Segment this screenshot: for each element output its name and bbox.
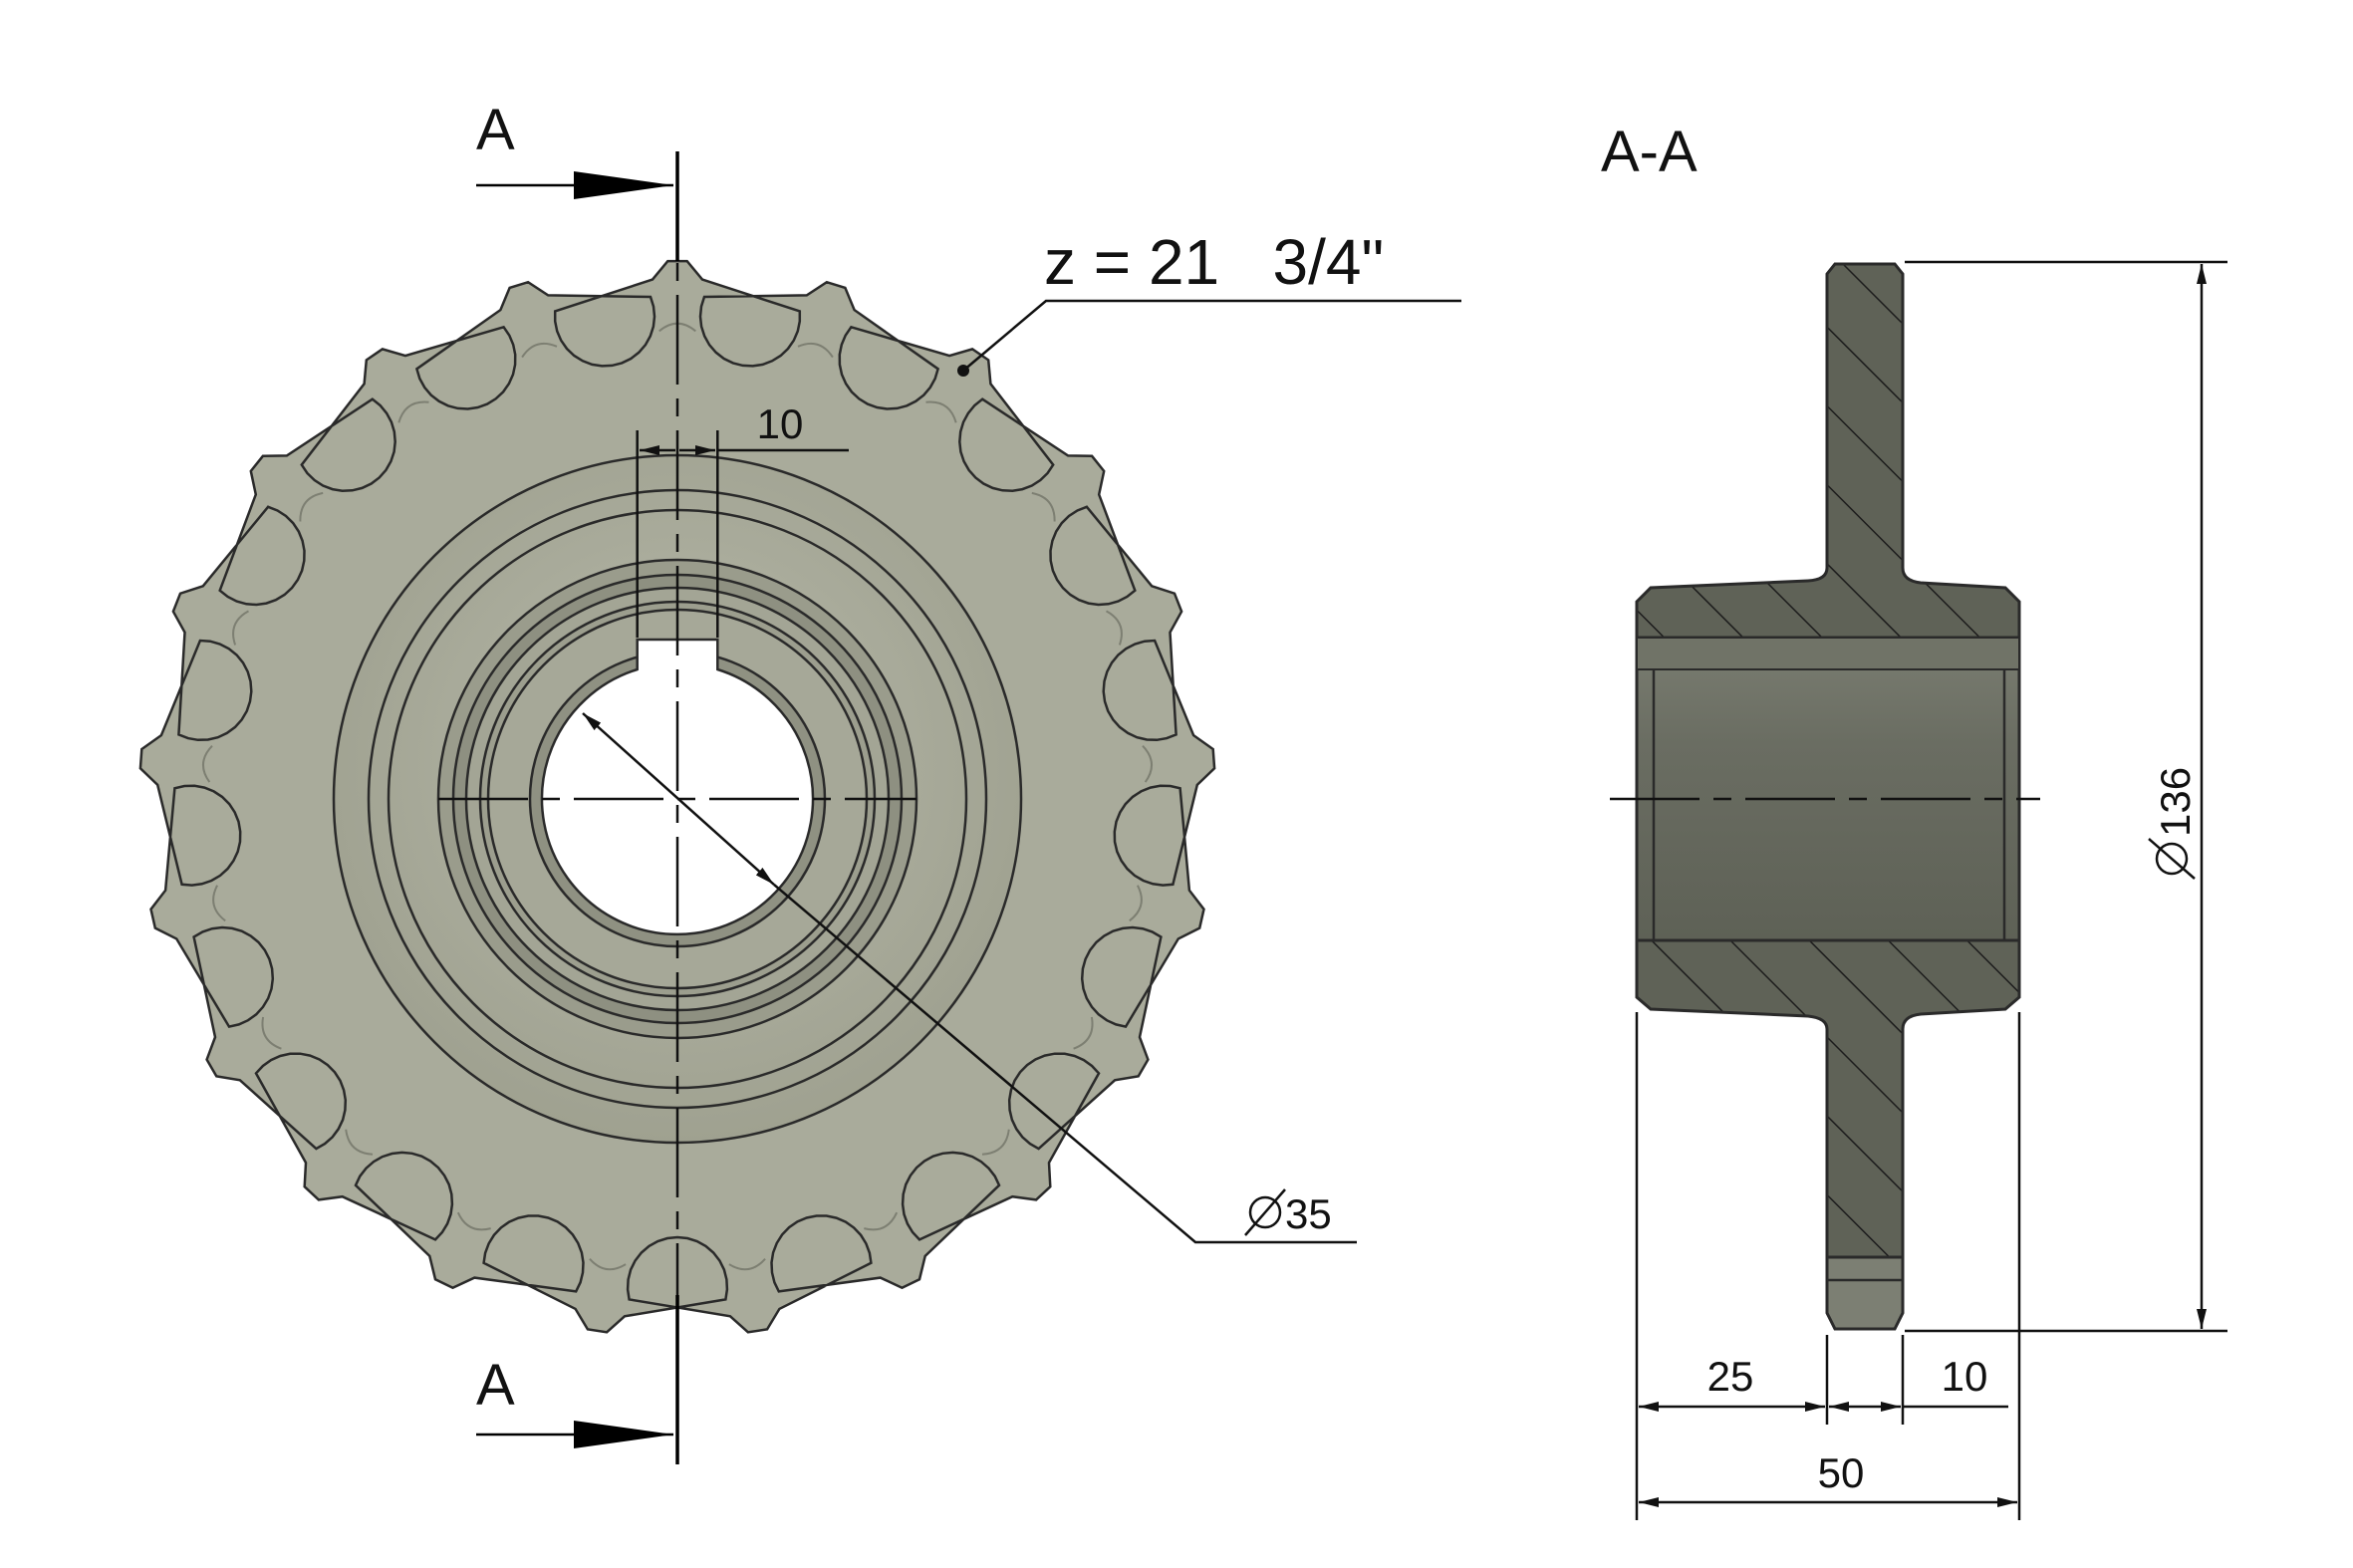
tooth-chamfer-edge [456, 1211, 491, 1231]
tooth-chamfer-edge [1142, 745, 1153, 783]
bore-diameter-label: 35 [1285, 1190, 1332, 1237]
tooth-chamfer-edge [299, 491, 324, 522]
dimension-line [582, 712, 775, 886]
bore-diameter-dimension: 35 [582, 712, 1357, 1244]
total-length-dimension: 50 [1639, 1449, 2017, 1507]
outer-diameter-label: 136 [2152, 767, 2199, 837]
section-marker-top: A [476, 98, 515, 162]
tooth-spec-label: z = 21 3/4" [1044, 226, 1384, 298]
tooth-chamfer-edge [345, 1129, 374, 1156]
hub-length-dimension: 25 [1639, 1353, 1825, 1412]
dimension-leader [773, 884, 1357, 1244]
tooth-width-label: 10 [1942, 1353, 1988, 1400]
tooth-chamfer-edge [1031, 491, 1056, 522]
tooth-chamfer-edge [232, 610, 249, 646]
tooth-chamfer-edge [397, 400, 429, 423]
tooth-chamfer-edge [261, 1016, 282, 1050]
tooth-spec-callout: z = 21 3/4" [957, 226, 1461, 377]
tooth-chamfer-edge [1106, 610, 1123, 646]
tooth-chamfer-edge [1129, 885, 1143, 922]
bore-chamfer-top [1636, 637, 2020, 670]
hub-length-label: 25 [1707, 1353, 1754, 1400]
leader-line [962, 299, 1461, 372]
total-length-label: 50 [1818, 1449, 1865, 1496]
tooth-chamfer-edge [728, 1258, 766, 1271]
tooth-chamfer-edge [981, 1129, 1010, 1156]
tooth-chamfer-edge [797, 342, 834, 359]
section-marker-bottom: A [476, 1353, 515, 1418]
diameter-symbol-icon [2148, 838, 2196, 880]
tooth-chamfer-edge [589, 1258, 627, 1271]
tooth-chamfer-edge [864, 1211, 899, 1231]
diameter-symbol-icon [1244, 1188, 1286, 1236]
bore-interior [1635, 636, 2021, 942]
section-solid [1635, 262, 2021, 640]
section-view-title: A-A [1601, 120, 1698, 184]
tooth-chamfer-edge [212, 885, 226, 922]
tooth-chamfer-edge [202, 745, 213, 783]
outer-diameter-dimension: 136 [1905, 260, 2227, 1333]
tooth-tip [1825, 1255, 1905, 1331]
tooth-chamfer-edge [925, 400, 957, 423]
key-width-label: 10 [757, 400, 804, 447]
tooth-width-dimension: 10 [1829, 1353, 2008, 1412]
sprocket-front-view: A A z = 21 3/4" 10 35 [138, 98, 1461, 1464]
tooth-chamfer-edge [1073, 1016, 1094, 1050]
sprocket-section-view: A-A 136 [1601, 120, 2227, 1520]
tooth-chamfer-edge [521, 342, 558, 359]
section-solid-lower [1635, 938, 2021, 1259]
key-width-dimension: 10 [636, 400, 849, 638]
